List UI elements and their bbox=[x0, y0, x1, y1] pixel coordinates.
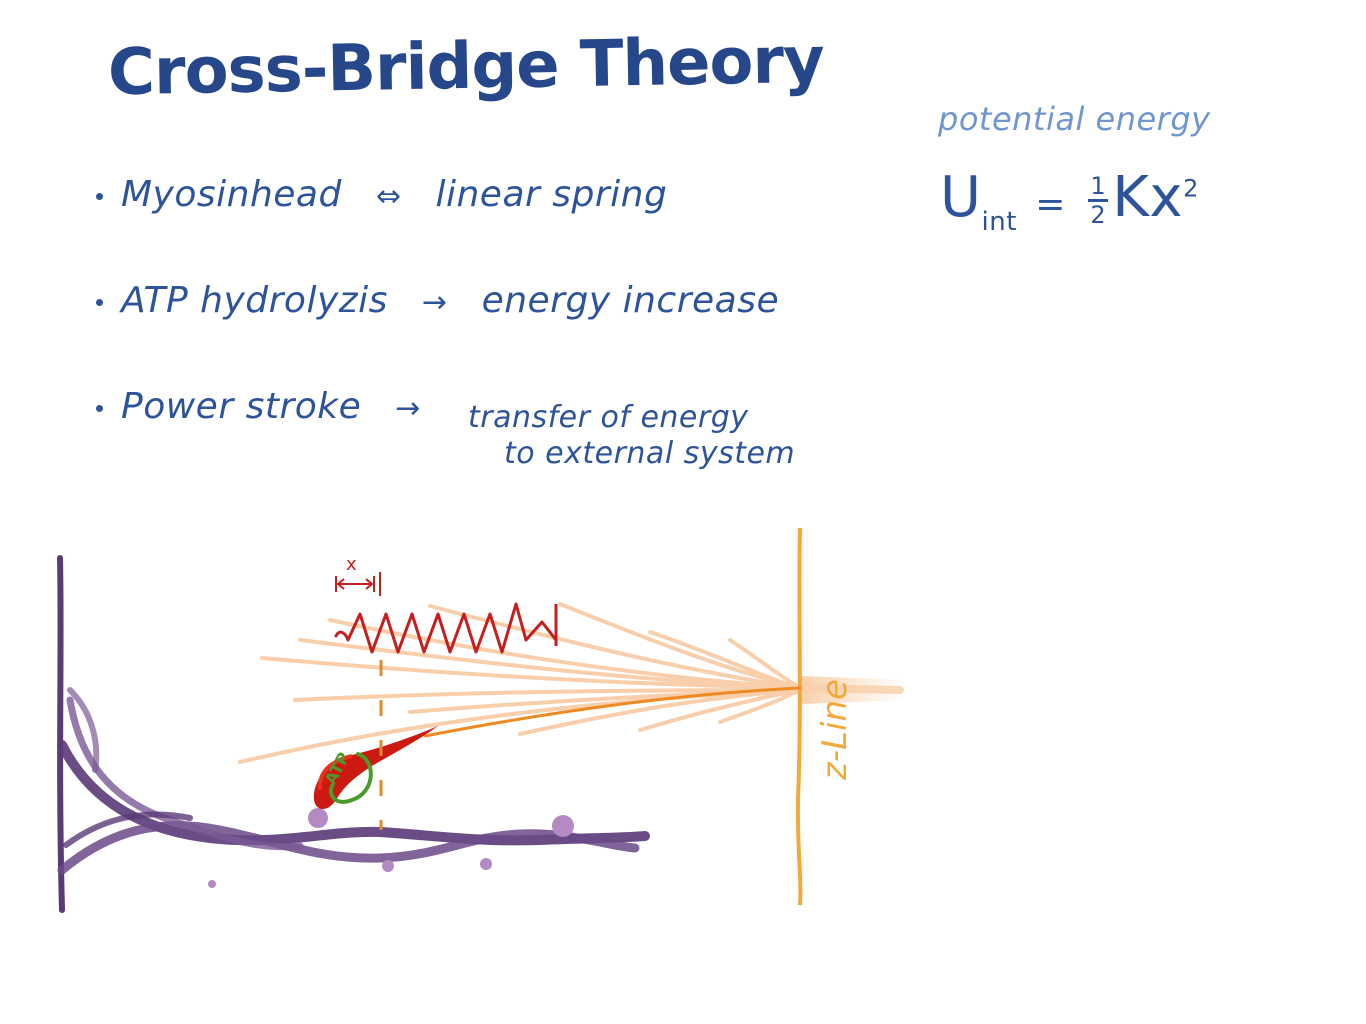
formula-term: Kx bbox=[1112, 165, 1184, 230]
bullet-atp-hydrolysis: ATP hydrolyzis → energy increase bbox=[96, 280, 779, 321]
potential-energy-label: potential energy bbox=[938, 100, 1211, 138]
formula-symbol: U bbox=[940, 165, 982, 230]
fraction-denominator: 2 bbox=[1090, 201, 1107, 230]
actin-bead bbox=[480, 858, 492, 870]
right-arrow-icon: → bbox=[395, 391, 421, 426]
actin-bead bbox=[382, 860, 394, 872]
bullet-dot bbox=[96, 298, 103, 306]
actin-bead bbox=[552, 815, 574, 837]
formula-equals: = bbox=[1035, 184, 1066, 225]
myosin-thick-filament bbox=[238, 602, 802, 764]
actin-bead bbox=[208, 880, 216, 888]
myosin-lever-arm bbox=[423, 686, 802, 738]
myosin-head bbox=[313, 726, 438, 809]
bullet-left-text: Power stroke bbox=[121, 386, 362, 427]
bullet-dot bbox=[96, 192, 103, 200]
bullet-left-text: Myosinhead bbox=[121, 174, 342, 215]
spring-icon bbox=[334, 602, 558, 654]
right-arrow-icon: → bbox=[421, 285, 448, 320]
bullet-dot bbox=[96, 404, 103, 412]
left-boundary-line bbox=[57, 555, 65, 913]
formula-fraction: 1 2 bbox=[1088, 172, 1109, 230]
myosin-filament-tail bbox=[796, 676, 905, 704]
formula-subscript: int bbox=[981, 207, 1017, 237]
power-stroke-result-line2: to external system bbox=[504, 436, 796, 471]
z-line-label: z-Line bbox=[815, 679, 855, 781]
displacement-label: x bbox=[346, 554, 357, 575]
bullet-power-stroke: Power stroke → bbox=[96, 386, 455, 427]
bullet-right-text: linear spring bbox=[435, 174, 668, 215]
bullet-left-text: ATP hydrolyzis bbox=[121, 280, 388, 321]
double-arrow-icon: ⇔ bbox=[375, 179, 402, 214]
fraction-numerator: 1 bbox=[1090, 172, 1107, 201]
bullet-right-text: energy increase bbox=[481, 280, 780, 321]
bullet-myosinhead: Myosinhead ⇔ linear spring bbox=[96, 174, 667, 215]
formula-exponent: 2 bbox=[1183, 174, 1199, 203]
power-stroke-result-line1: transfer of energy bbox=[468, 400, 749, 435]
z-line: z-Line bbox=[795, 527, 855, 906]
displacement-indicator: x bbox=[335, 554, 381, 596]
actin-filament bbox=[57, 687, 650, 888]
actin-bead bbox=[308, 808, 328, 828]
potential-energy-formula: Uint = 1 2 Kx2 bbox=[940, 165, 1199, 237]
